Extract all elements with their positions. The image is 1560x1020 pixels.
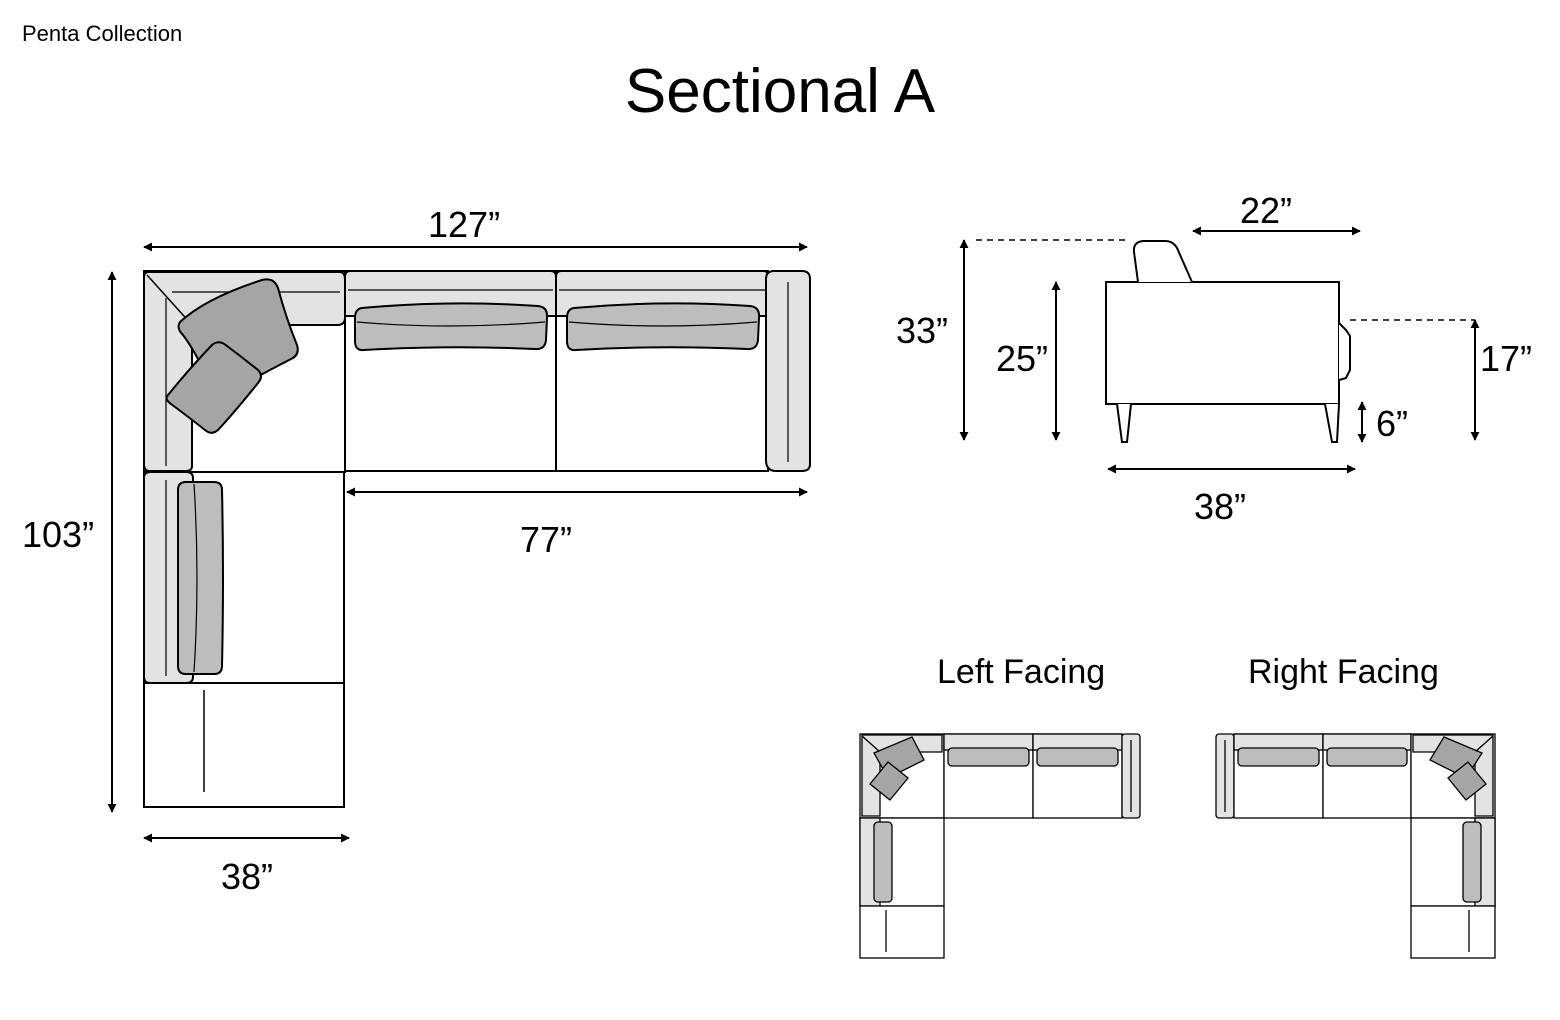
side-leg-left [1116,403,1132,443]
side-arm [1338,322,1351,381]
side-back-cushion [1132,240,1193,283]
chaise-end [143,682,345,808]
left-facing-label: Left Facing [937,653,1106,691]
right-cushion [566,302,761,352]
left-facing-thumbnail [859,733,1141,959]
side-view [959,226,1480,474]
brand-name: Penta Collection [22,21,183,46]
dim-77-label: 77” [520,519,573,560]
dim-127-label: 127” [428,204,501,245]
dim-22-label: 22” [1240,190,1293,231]
middle-cushion [354,302,549,352]
right-facing-label: Right Facing [1248,653,1439,691]
page-title: Sectional A [624,57,936,126]
side-cushion [177,481,224,675]
dim-38-label: 38” [221,856,274,897]
side-leg-right [1324,403,1340,443]
dim-6-label: 6” [1376,403,1409,444]
dim-38-side-label: 38” [1194,486,1247,527]
side-body [1105,281,1340,405]
pillow-front [165,341,262,434]
dim-103-label: 103” [22,514,95,555]
dim-25-label: 25” [996,338,1049,379]
right-facing-thumbnail [1215,733,1496,959]
dim-17-label: 17” [1480,338,1533,379]
top-view-plan [143,270,811,808]
dim-33-label: 33” [896,310,949,351]
